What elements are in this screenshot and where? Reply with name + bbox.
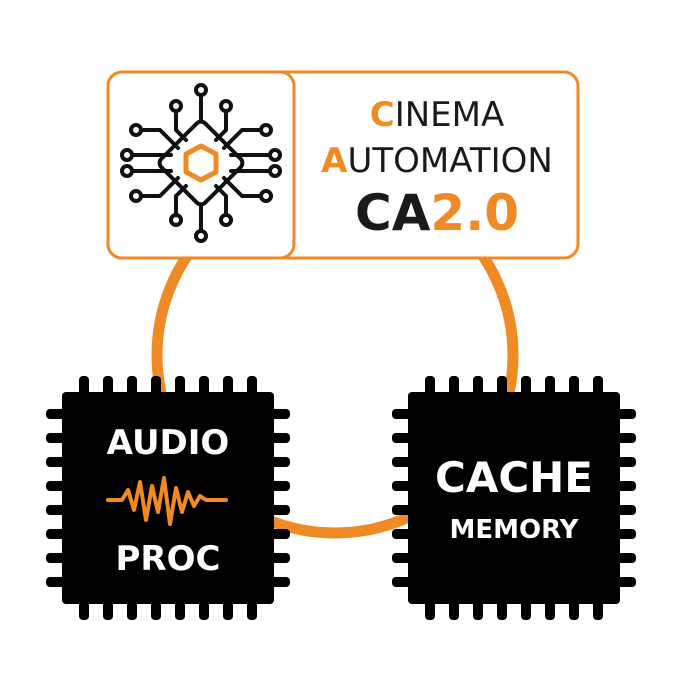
logo-line-version: CA2.0: [355, 184, 519, 242]
cache-chip-label-top: CACHE: [435, 453, 593, 502]
chip-pin: [270, 577, 290, 587]
chip-pin: [425, 600, 435, 620]
chip-pin: [175, 376, 185, 396]
chip-pin: [545, 376, 555, 396]
chip-pin: [270, 553, 290, 563]
cache-chip-pins: [392, 376, 636, 620]
chip-pin: [46, 481, 66, 491]
chip-pin: [392, 505, 412, 515]
logo-panel: CINEMA AUTOMATION CA2.0: [106, 70, 580, 260]
chip-pin: [199, 600, 209, 620]
chip-pin: [616, 505, 636, 515]
chip-pin: [392, 481, 412, 491]
chip-pin: [425, 376, 435, 396]
chip-pin: [46, 577, 66, 587]
chip-pin: [199, 376, 209, 396]
chip-pin: [79, 376, 89, 396]
chip-pin: [247, 600, 257, 620]
chip-pin: [545, 600, 555, 620]
chip-pin: [497, 600, 507, 620]
chip-pin: [616, 457, 636, 467]
cache-chip-label-bottom: MEMORY: [449, 515, 579, 545]
audio-chip-label-bottom: PROC: [116, 539, 221, 579]
chip-pin: [449, 376, 459, 396]
chip-pin: [392, 409, 412, 419]
chip-pin: [270, 433, 290, 443]
chip-pin: [473, 600, 483, 620]
chip-pin: [569, 600, 579, 620]
chip-pin: [270, 529, 290, 539]
chip-pin: [247, 376, 257, 396]
chip-pin: [46, 433, 66, 443]
chip-pin: [79, 600, 89, 620]
logo-icon-frame: [106, 70, 296, 260]
chip-pin: [175, 600, 185, 620]
audio-chip-pins: [46, 376, 290, 620]
chip-pin: [392, 457, 412, 467]
chip-pin: [392, 577, 412, 587]
chip-pin: [151, 600, 161, 620]
logo-line-automation: AUTOMATION: [321, 141, 553, 181]
chip-pin: [270, 505, 290, 515]
chip-pin: [127, 600, 137, 620]
chip-pin: [46, 553, 66, 563]
chip-pin: [46, 529, 66, 539]
chip-pin: [151, 376, 161, 396]
chip-pin: [270, 457, 290, 467]
chip-pin: [103, 376, 113, 396]
chip-pin: [392, 529, 412, 539]
chip-pin: [127, 376, 137, 396]
chip-pin: [473, 376, 483, 396]
chip-pin: [223, 376, 233, 396]
circuit-hexagon-icon: [120, 83, 282, 243]
audio-chip: AUDIO PROC: [46, 376, 290, 620]
cache-chip: CACHE MEMORY: [392, 376, 636, 620]
chip-pin: [270, 481, 290, 491]
chip-pin: [521, 600, 531, 620]
chip-pin: [270, 409, 290, 419]
logo-line-cinema: CINEMA: [370, 95, 505, 135]
chip-pin: [521, 376, 531, 396]
audio-chip-label-top: AUDIO: [107, 423, 230, 463]
chip-pin: [449, 600, 459, 620]
chip-pin: [223, 600, 233, 620]
chip-pin: [616, 481, 636, 491]
chip-pin: [392, 553, 412, 563]
waveform-icon: [106, 476, 228, 526]
chip-pin: [569, 376, 579, 396]
chip-pin: [616, 529, 636, 539]
chip-pin: [616, 553, 636, 563]
chip-pin: [46, 505, 66, 515]
chip-pin: [593, 376, 603, 396]
chip-pin: [497, 376, 507, 396]
chip-pin: [616, 409, 636, 419]
chip-pin: [392, 433, 412, 443]
chip-pin: [616, 577, 636, 587]
chip-pin: [103, 600, 113, 620]
cache-chip-body: [408, 392, 620, 604]
chip-pin: [46, 457, 66, 467]
chip-pin: [616, 433, 636, 443]
chip-pin: [46, 409, 66, 419]
chip-pin: [593, 600, 603, 620]
